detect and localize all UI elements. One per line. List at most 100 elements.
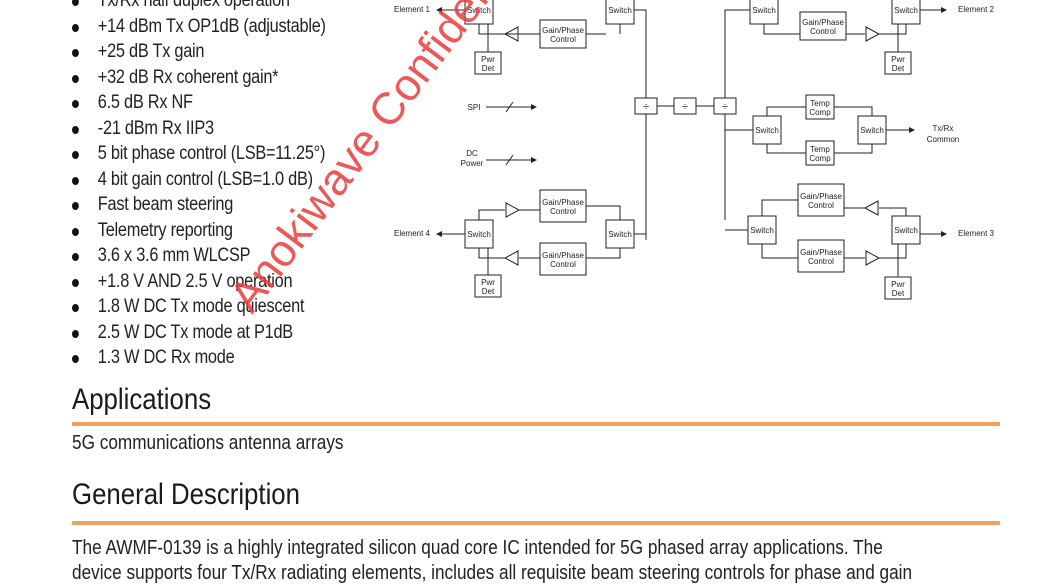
diagram-label: Temp: [810, 99, 830, 108]
feature-item: 2.5 W DC Tx mode at P1dB: [72, 320, 326, 346]
diagram-label: Switch: [894, 6, 918, 15]
signal-line: [879, 244, 907, 259]
diagram-label: Switch: [755, 126, 779, 135]
applications-text: 5G communications antenna arrays: [72, 432, 344, 454]
diagram-label: Switch: [608, 6, 632, 15]
signal-line: [586, 248, 621, 259]
signal-line: [586, 205, 621, 220]
amplifier-icon: [865, 250, 881, 266]
diagram-label: Control: [808, 257, 834, 266]
gain-phase-block: [539, 242, 587, 276]
amplifier-icon: [865, 26, 881, 42]
diagram-label: Control: [810, 27, 836, 36]
diagram-label: SPI: [468, 103, 481, 112]
bus-slash: [505, 101, 514, 113]
amplifier-icon: [863, 200, 879, 216]
diagram-label: Det: [892, 289, 905, 298]
diagram-label: Pwr: [481, 55, 495, 64]
signal-line: [879, 24, 907, 35]
feature-item: -21 dBm Rx IIP3: [72, 116, 326, 142]
signal-line: [634, 9, 647, 100]
diagram-label: Pwr: [891, 55, 905, 64]
diagram-label: DC: [466, 149, 478, 158]
feature-item: 1.8 W DC Tx mode quiescent: [72, 294, 326, 320]
feature-item: 5 bit phase control (LSB=11.25°): [72, 141, 326, 167]
feature-item: Tx/Rx half duplex operation: [72, 0, 326, 14]
diagram-label: Det: [892, 64, 905, 73]
signal-line: [761, 199, 798, 216]
general-description-title: General Description: [72, 478, 301, 511]
diagram-label: Temp: [810, 145, 830, 154]
gain-phase-block: [539, 19, 587, 49]
bus-slash: [505, 154, 514, 166]
feature-item: +32 dB Rx coherent gain*: [72, 65, 326, 91]
diagram-label: Switch: [608, 230, 632, 239]
diagram-label: Switch: [467, 6, 491, 15]
diagram-label: Gain/Phase: [800, 192, 842, 201]
feature-item: +25 dB Tx gain: [72, 39, 326, 65]
feature-item: Telemetry reporting: [72, 218, 326, 244]
applications-title: Applications: [72, 383, 212, 416]
diagram-label: Comp: [809, 108, 831, 117]
diagram-label: Det: [482, 64, 495, 73]
general-description-rule: [72, 521, 1000, 525]
gain-phase-block: [797, 183, 845, 217]
feature-item: 1.3 W DC Rx mode: [72, 345, 326, 371]
diagram-label: Switch: [894, 226, 918, 235]
feature-item: Fast beam steering: [72, 192, 326, 218]
diagram-label: Element 1: [394, 5, 431, 14]
gain-phase-block: [799, 11, 847, 41]
diagram-label: Tx/Rx: [933, 124, 954, 133]
signal-line: [478, 248, 505, 259]
signal-line: [766, 106, 806, 116]
diagram-label: Switch: [750, 226, 774, 235]
diagram-label: Gain/Phase: [800, 248, 842, 257]
diagram-label: ÷: [643, 101, 649, 113]
feature-item: +1.8 V AND 2.5 V operation: [72, 269, 326, 295]
diagram-label: Pwr: [481, 278, 495, 287]
diagram-label: Control: [550, 260, 576, 269]
signal-line: [763, 24, 800, 35]
diagram-label: Element 2: [958, 5, 995, 14]
diagram-label: Gain/Phase: [542, 198, 584, 207]
diagram-label: Gain/Phase: [802, 18, 844, 27]
signal-line: [761, 244, 798, 259]
diagram-label: Common: [927, 135, 959, 144]
signal-line: [478, 209, 505, 220]
diagram-label: Control: [808, 201, 834, 210]
diagram-label: Comp: [809, 154, 831, 163]
gain-phase-block: [797, 239, 845, 273]
general-description-line2: device supports four Tx/Rx radiating ele…: [72, 562, 913, 584]
switch-block: [891, 0, 921, 25]
amplifier-icon: [503, 250, 519, 266]
applications-rule: [72, 422, 1000, 426]
signal-line: [766, 144, 806, 154]
feature-item: 6.5 dB Rx NF: [72, 90, 326, 116]
gain-phase-block: [539, 189, 587, 223]
signal-line: [834, 106, 873, 116]
feature-item: +14 dBm Tx OP1dB (adjustable): [72, 14, 326, 40]
signal-line: [724, 9, 750, 100]
diagram-label: Control: [550, 35, 576, 44]
diagram-label: Power: [461, 159, 484, 168]
diagram-label: ÷: [722, 101, 728, 113]
diagram-label: ÷: [682, 101, 688, 113]
diagram-label: Switch: [467, 230, 491, 239]
signal-line: [834, 144, 873, 154]
diagram-label: Element 3: [958, 229, 995, 238]
amplifier-icon: [505, 202, 521, 218]
signal-line: [879, 207, 907, 216]
diagram-label: Switch: [752, 6, 776, 15]
switch-block: [747, 215, 777, 245]
feature-item: 3.6 x 3.6 mm WLCSP: [72, 243, 326, 269]
diagram-label: Switch: [860, 126, 884, 135]
diagram-label: Control: [550, 207, 576, 216]
feature-item: 4 bit gain control (LSB=1.0 dB): [72, 167, 326, 193]
general-description-line1: The AWMF-0139 is a highly integrated sil…: [72, 537, 883, 559]
diagram-label: Det: [482, 287, 495, 296]
diagram-label: Gain/Phase: [542, 251, 584, 260]
signal-line: [478, 24, 540, 35]
diagram-label: Pwr: [891, 280, 905, 289]
switch-block: [749, 0, 779, 25]
